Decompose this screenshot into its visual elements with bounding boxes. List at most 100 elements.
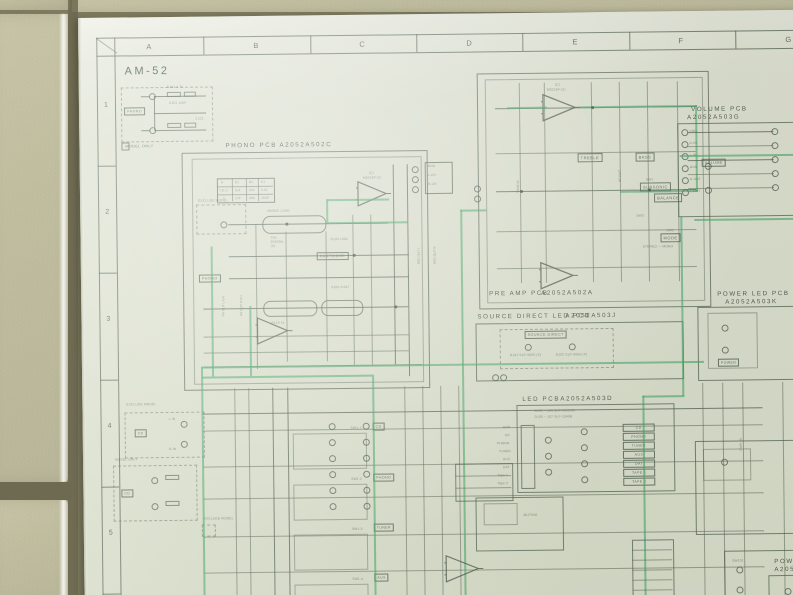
power-led-label: POWER <box>717 358 740 367</box>
junction <box>519 189 523 193</box>
led-indicator-phono: PHONO <box>622 432 655 441</box>
switch-contact <box>363 502 371 510</box>
grid-tick <box>98 272 117 274</box>
switch-contact <box>363 486 371 494</box>
wire <box>141 130 151 132</box>
power-led-pcb-part: A2052A503K <box>725 298 778 306</box>
led-pin-label: AUX <box>503 457 511 462</box>
volume-pin-label: L-OUT <box>689 188 701 194</box>
exclude-model-note: EXCLUDE MODEL <box>126 402 157 407</box>
exclude-model-note: EXCLUDE MODEL <box>198 198 228 203</box>
component-ref: MUTING <box>523 512 538 517</box>
led-symbol <box>580 428 588 436</box>
connector-pin <box>411 176 419 184</box>
table-cell: 82k <box>248 188 255 193</box>
junction <box>285 222 288 226</box>
source-direct-pcb-part: A2052A503J <box>565 311 617 320</box>
switch-ref: SW3 <box>636 213 644 218</box>
table-cell: 0.01 <box>260 187 269 192</box>
led-indicator-tape1: TAPE 1 <box>623 468 656 477</box>
led-connector <box>520 424 536 490</box>
input-jack <box>151 503 159 511</box>
connector-pin-label: R-CH <box>427 181 437 187</box>
led-symbol <box>721 346 729 354</box>
led-symbol <box>544 452 553 460</box>
grid-column-C: C <box>359 39 366 49</box>
component-value: C106 0.047 <box>331 284 350 290</box>
highlight-trace <box>694 217 793 221</box>
resistor <box>183 91 196 97</box>
led-indicator-tuner: TUNER <box>622 441 655 450</box>
volume-pin <box>681 177 689 185</box>
selector-label-aux: AUX <box>374 573 389 582</box>
volume-pin <box>681 165 689 173</box>
grid-tick <box>97 165 116 167</box>
led-indicator-tape2: TAPE 2 <box>623 477 656 486</box>
component-value: R105 100k <box>330 236 348 242</box>
volume-pin-label: R-IN <box>689 140 697 146</box>
led-pin-label: CD <box>504 433 510 438</box>
wire-label: REC OUT R <box>432 246 437 264</box>
input-jack <box>180 420 188 428</box>
phono-pcb-name: PHONO PCB <box>225 141 278 150</box>
switch-contact <box>362 454 371 462</box>
table-cell: 27k <box>235 196 241 201</box>
jack-pin: L-IN <box>168 416 176 421</box>
phono-ic-ref: IC1 <box>368 170 375 175</box>
preamp-opamp-lower <box>538 261 578 290</box>
junction <box>394 305 397 308</box>
junction <box>352 253 356 257</box>
selector-ref: SW1-3 <box>351 526 363 531</box>
power-led-pcb-name: POWER LED PCB <box>717 289 790 298</box>
frame-left <box>96 37 104 595</box>
signal-node <box>473 185 482 193</box>
junction <box>647 188 651 192</box>
table-cell: 680 <box>249 196 255 201</box>
floor-tile <box>72 0 793 12</box>
grid-tick <box>629 31 631 50</box>
model-only-note: MODEL ONLY <box>114 457 138 462</box>
table-header-r1: R1 <box>234 180 240 185</box>
phono-pcb-part: A2052A502C <box>279 141 333 149</box>
switch-contact <box>329 503 337 511</box>
jack-label-cd: CD <box>121 489 134 498</box>
led-note-2: D105 ~ 107 SLP-1040B <box>534 414 573 419</box>
switch-contact <box>329 471 337 479</box>
selector-switch-group <box>293 533 369 571</box>
switch-contact <box>328 455 337 463</box>
note-tag-box <box>121 142 130 151</box>
grid-tick <box>522 32 524 51</box>
bus-wire <box>422 386 426 595</box>
grid-column-G: G <box>785 34 793 44</box>
frame-top <box>96 29 793 39</box>
mode-positions: STEREO — MONO <box>642 244 674 249</box>
tile-seam <box>0 482 72 500</box>
selector-ref: SW1-2 <box>351 476 363 481</box>
grid-tick <box>203 36 205 55</box>
selector-ref: SW1-4 <box>352 576 364 581</box>
volume-pcb-name: VOLUME PCB <box>691 105 748 114</box>
resistor <box>184 122 197 128</box>
jack-label-cd: CD <box>134 429 147 438</box>
table-cell: A <box>220 180 224 185</box>
wire-label: TONE IN <box>515 180 521 194</box>
selector-label-phono: PHONO <box>373 473 395 482</box>
table-cell: 51k <box>234 188 241 193</box>
exclude-model-inset <box>196 204 247 235</box>
resistor <box>165 500 180 507</box>
input-jack <box>180 440 188 448</box>
connector-pin <box>411 186 420 194</box>
grid-column-B: B <box>253 40 260 51</box>
grid-tick <box>416 34 418 53</box>
trimmer <box>721 458 729 466</box>
grid-row-5: 5 <box>108 529 113 537</box>
treble-control-label: TREBLE <box>577 153 603 163</box>
table-cell: 150P <box>261 195 270 200</box>
volume-pin-label: R-OUT <box>689 176 701 182</box>
switch-contact <box>363 470 371 478</box>
bus-wire <box>287 387 291 595</box>
led-part: D102 SLP-9065-(X) <box>555 352 588 357</box>
floor-tile <box>0 14 68 482</box>
led-part: D101 SLP-9065-(X) <box>509 352 542 358</box>
junction <box>591 106 594 109</box>
